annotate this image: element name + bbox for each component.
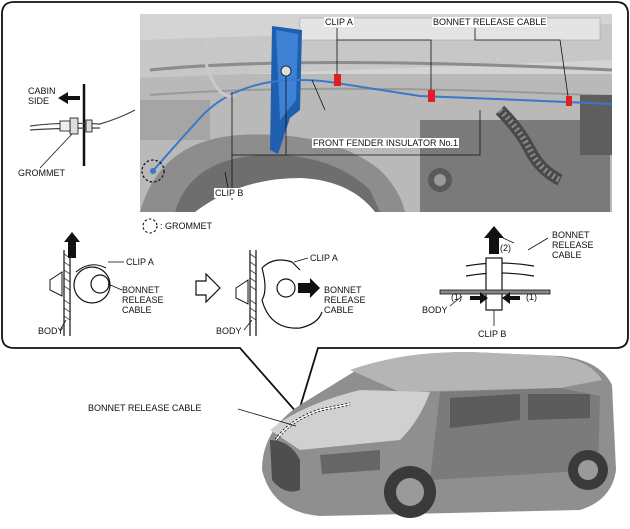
bonnet-release-cable-label-2: BONNET RELEASE CABLE <box>324 285 366 315</box>
clip-b-label-top: CLIP B <box>214 188 245 198</box>
clip-a-detail-2-label: CLIP A <box>310 253 338 263</box>
clip-a-detail-1-label: CLIP A <box>126 257 154 267</box>
grommet-legend-label: : GROMMET <box>160 221 212 231</box>
vehicle-illustration <box>237 352 616 518</box>
bonnet-release-cable-line <box>151 79 613 173</box>
grommet-legend-icon <box>142 218 158 234</box>
clip-marker-3 <box>566 96 572 106</box>
clip-a-marker-1 <box>334 74 341 86</box>
body-label-3: BODY <box>422 305 448 315</box>
bonnet-release-cable-label-3: BONNET RELEASE CABLE <box>552 230 594 260</box>
bonnet-release-cable-label-top: BONNET RELEASE CABLE <box>432 17 548 27</box>
grommet-inset <box>29 84 136 169</box>
engine-bay-photo <box>140 14 613 212</box>
clip-a-marker-2 <box>428 90 435 102</box>
clip-a-detail-2 <box>235 250 323 336</box>
bonnet-release-cable-label-1: BONNET RELEASE CABLE <box>122 285 164 315</box>
step-arrow <box>195 272 221 304</box>
step-1a-label: (1) <box>451 292 462 302</box>
clip-b-detail-label: CLIP B <box>478 329 507 339</box>
bonnet-release-cable-vehicle-label: BONNET RELEASE CABLE <box>88 403 202 413</box>
grommet-label: GROMMET <box>18 168 65 178</box>
front-fender-insulator-label: FRONT FENDER INSULATOR No.1 <box>312 138 460 148</box>
step-1b-label: (1) <box>526 292 537 302</box>
clip-a-label-top: CLIP A <box>324 17 354 27</box>
cabin-side-label: CABIN SIDE <box>28 86 56 106</box>
clip-b-detail <box>439 226 551 326</box>
body-label-2: BODY <box>216 326 242 336</box>
step-2-label: (2) <box>500 243 511 253</box>
grommet-marker <box>141 159 165 183</box>
clip-a-detail-1 <box>49 232 124 336</box>
body-label-1: BODY <box>38 326 64 336</box>
